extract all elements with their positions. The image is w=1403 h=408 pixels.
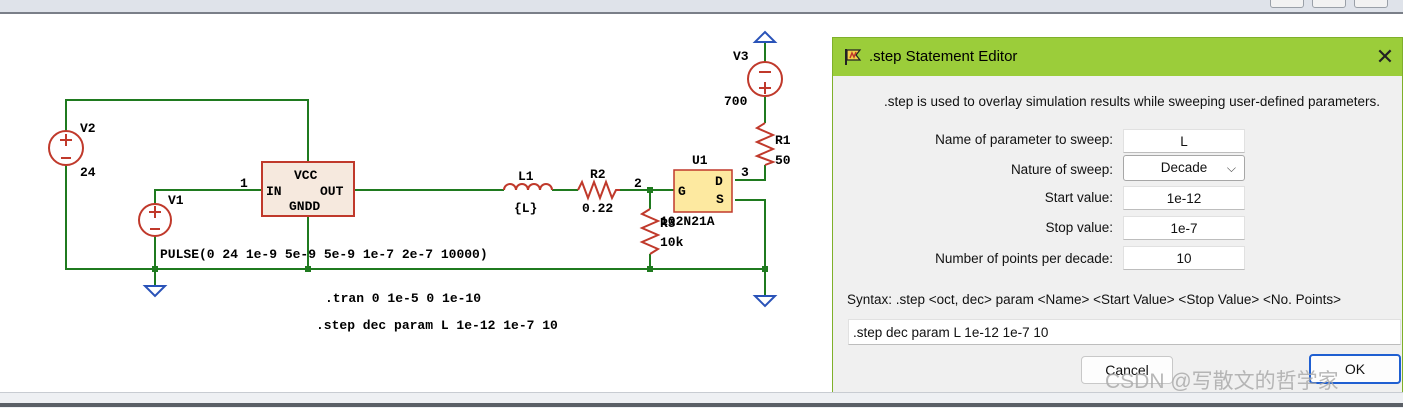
driver-gndd-pin: GNDD (289, 199, 320, 214)
window-top-bar (0, 0, 1403, 14)
ltspice-flag-icon (845, 49, 862, 65)
syntax-hint: Syntax: .step <oct, dec> param <Name> <S… (847, 292, 1342, 307)
junction-nodes (152, 187, 768, 272)
cancel-button[interactable]: Cancel (1081, 356, 1173, 384)
stop-label: Stop value: (1045, 220, 1113, 235)
driver-in-pin: IN (266, 184, 282, 199)
minimize-button[interactable] (1270, 0, 1304, 8)
v1-name: V1 (168, 193, 184, 208)
v3-value: 700 (724, 94, 748, 109)
stop-value-field[interactable] (1123, 216, 1245, 240)
param-label: Name of parameter to sweep: (935, 132, 1113, 147)
nature-of-sweep-select[interactable]: Decade ⌵ (1123, 155, 1245, 181)
v1-value: PULSE(0 24 1e-9 5e-9 5e-9 1e-7 2e-7 1000… (160, 247, 488, 262)
l1-name: L1 (518, 169, 534, 184)
nature-of-sweep-value: Decade (1160, 160, 1208, 175)
v1-source[interactable] (138, 203, 172, 237)
r1-name: R1 (775, 133, 791, 148)
u1-source-pin: S (716, 192, 724, 207)
u1-name: U1 (692, 153, 708, 168)
v2-name: V2 (80, 121, 96, 136)
step-statement-editor-dialog: .step Statement Editor ✕ .step is used t… (832, 37, 1403, 397)
dialog-description: .step is used to overlay simulation resu… (884, 94, 1380, 109)
node-label-3: 3 (741, 165, 749, 180)
step-directive: .step dec param L 1e-12 1e-7 10 (316, 318, 558, 333)
u1-gate-pin: G (678, 184, 686, 199)
u1-transistor[interactable] (673, 169, 733, 213)
driver-vcc-pin: VCC (294, 168, 318, 183)
points-label: Number of points per decade: (935, 251, 1113, 266)
l1-inductor[interactable] (503, 183, 553, 191)
l1-value: {L} (514, 201, 537, 216)
v3-source[interactable] (747, 61, 783, 97)
r2-name: R2 (590, 167, 606, 182)
maximize-button[interactable] (1312, 0, 1346, 8)
close-window-button[interactable] (1354, 0, 1388, 8)
r2-value: 0.22 (582, 201, 613, 216)
nature-label: Nature of sweep: (1010, 162, 1113, 177)
r1-value: 50 (775, 153, 791, 168)
start-value-field[interactable] (1123, 186, 1245, 210)
watermark: CSDN @写散文的哲学家 (1105, 370, 1339, 393)
v3-name: V3 (733, 49, 749, 64)
node-label-1: 1 (240, 176, 248, 191)
node-label-2: 2 (634, 176, 642, 191)
param-name-field[interactable] (1123, 129, 1245, 153)
close-icon[interactable]: ✕ (1375, 44, 1395, 69)
start-label: Start value: (1044, 190, 1113, 205)
u1-drain-pin: D (715, 174, 723, 189)
r3-name: R3 (660, 216, 676, 231)
dialog-title: .step Statement Editor (869, 48, 1018, 65)
tran-directive: .tran 0 1e-5 0 1e-10 (325, 291, 481, 306)
dialog-title-bar: .step Statement Editor ✕ (833, 38, 1402, 76)
r1-resistor[interactable] (754, 122, 776, 166)
wires (65, 42, 766, 296)
schematic-canvas[interactable]: V2 24 V1 PULSE(0 24 1e-9 5e-9 5e-9 1e-7 … (0, 14, 840, 392)
v2-value: 24 (80, 165, 96, 180)
driver-block[interactable] (261, 161, 355, 217)
v2-source[interactable] (48, 130, 84, 166)
u1-part: 102N21A (660, 214, 715, 229)
window-bottom-edge (0, 403, 1403, 407)
ok-button[interactable]: OK (1309, 354, 1401, 384)
r3-resistor[interactable] (639, 208, 661, 255)
r2-resistor[interactable] (577, 179, 620, 201)
points-per-decade-field[interactable] (1123, 246, 1245, 270)
r3-value: 10k (660, 235, 684, 250)
driver-out-pin: OUT (320, 184, 344, 199)
ground-symbols (142, 30, 778, 308)
chevron-down-icon: ⌵ (1226, 161, 1236, 175)
step-statement-field[interactable] (848, 319, 1401, 345)
